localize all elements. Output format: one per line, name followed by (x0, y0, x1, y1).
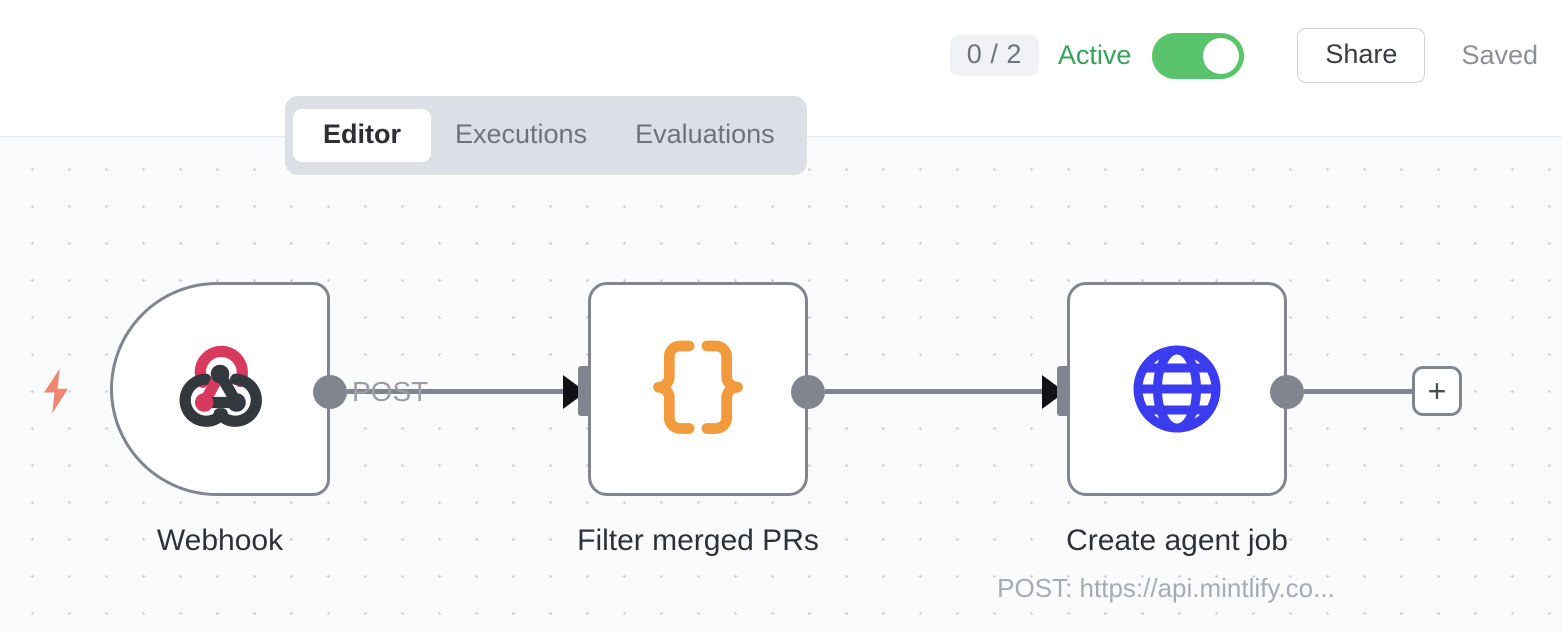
toggle-knob (1203, 37, 1240, 74)
node-filter-body (591, 285, 805, 493)
webhook-icon (179, 345, 262, 427)
lightning-bolt-icon (38, 367, 74, 420)
view-tabs: Editor Executions Evaluations (285, 96, 807, 175)
header-actions: 0 / 2 Active Share Saved (949, 28, 1538, 83)
edge-filter-to-http (825, 389, 1043, 394)
http-output-port[interactable] (1270, 375, 1304, 409)
node-http-label: Create agent job (1066, 524, 1288, 557)
node-http-sublabel: POST: https://api.mintlify.co... (997, 573, 1335, 603)
node-webhook-body (113, 285, 327, 493)
node-http-body (1070, 285, 1284, 493)
node-webhook[interactable] (110, 282, 330, 496)
node-filter-label: Filter merged PRs (577, 524, 819, 557)
node-filter-merged-prs[interactable] (588, 282, 808, 496)
edge-webhook-to-filter (347, 389, 565, 394)
webhook-output-port[interactable] (313, 375, 347, 409)
tab-evaluations[interactable]: Evaluations (635, 119, 775, 149)
run-count-badge: 0 / 2 (949, 35, 1039, 76)
edge-http-to-add (1304, 389, 1414, 394)
add-node-button[interactable]: + (1412, 366, 1462, 416)
workflow-active-toggle[interactable] (1152, 32, 1245, 79)
tab-executions[interactable]: Executions (455, 119, 588, 149)
flow-canvas[interactable]: Webhook POST Filter merged PRs (0, 137, 1562, 632)
edge-label-post: POST (352, 376, 429, 407)
share-button[interactable]: Share (1297, 28, 1426, 83)
tab-editor[interactable]: Editor (293, 109, 431, 162)
curly-braces-icon (653, 340, 743, 434)
filter-output-port[interactable] (791, 375, 825, 409)
globe-icon (1133, 345, 1221, 433)
save-status-label: Saved (1461, 40, 1538, 70)
workflow-active-label: Active (1057, 40, 1132, 70)
node-webhook-label: Webhook (156, 524, 284, 557)
node-create-agent-job[interactable] (1067, 282, 1287, 496)
